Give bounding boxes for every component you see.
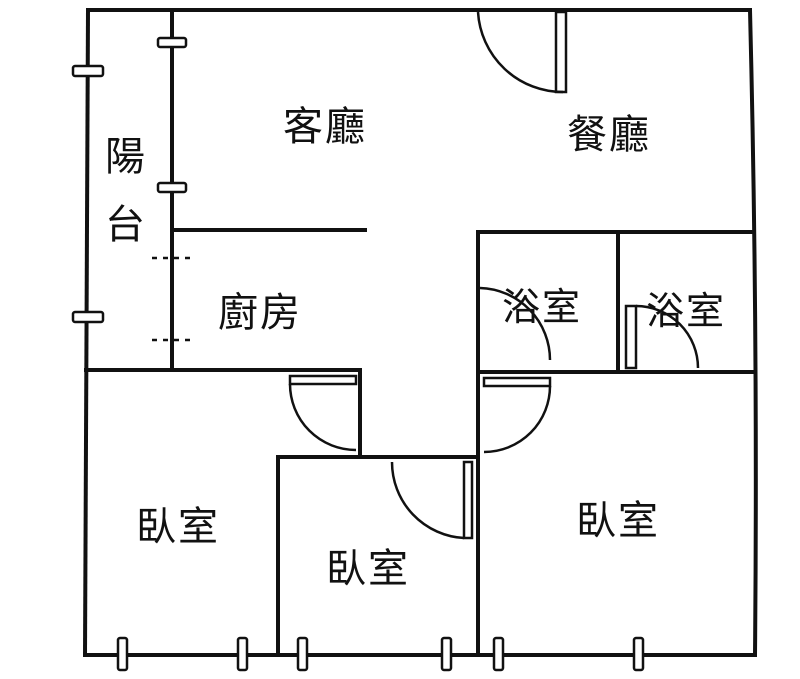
label-kitchen: 廚房 [218,290,302,336]
door-bedroom-middle [390,460,474,540]
windows [71,36,645,672]
label-bedroom-left: 臥室 [136,504,220,550]
doors [288,10,700,540]
door-bedroom-right [482,376,552,454]
label-dining-room: 餐廳 [567,112,651,158]
door-bath-left [479,286,552,361]
label-bath-right: 浴室 [646,289,726,333]
room-labels: 客廳 餐廳 陽 台 廚房 浴室 浴室 臥室 臥室 臥室 [105,104,726,592]
door-bedroom-left [288,374,358,452]
label-bedroom-right: 臥室 [576,498,660,544]
label-living-room: 客廳 [283,104,367,150]
label-bath-left: 浴室 [502,285,582,329]
exterior-walls [82,7,758,658]
label-balcony-bottom: 台 [105,202,147,248]
door-bath-right [624,304,700,370]
label-balcony-top: 陽 [105,134,147,180]
label-bedroom-middle: 臥室 [326,546,410,592]
door-entrance [476,10,568,94]
